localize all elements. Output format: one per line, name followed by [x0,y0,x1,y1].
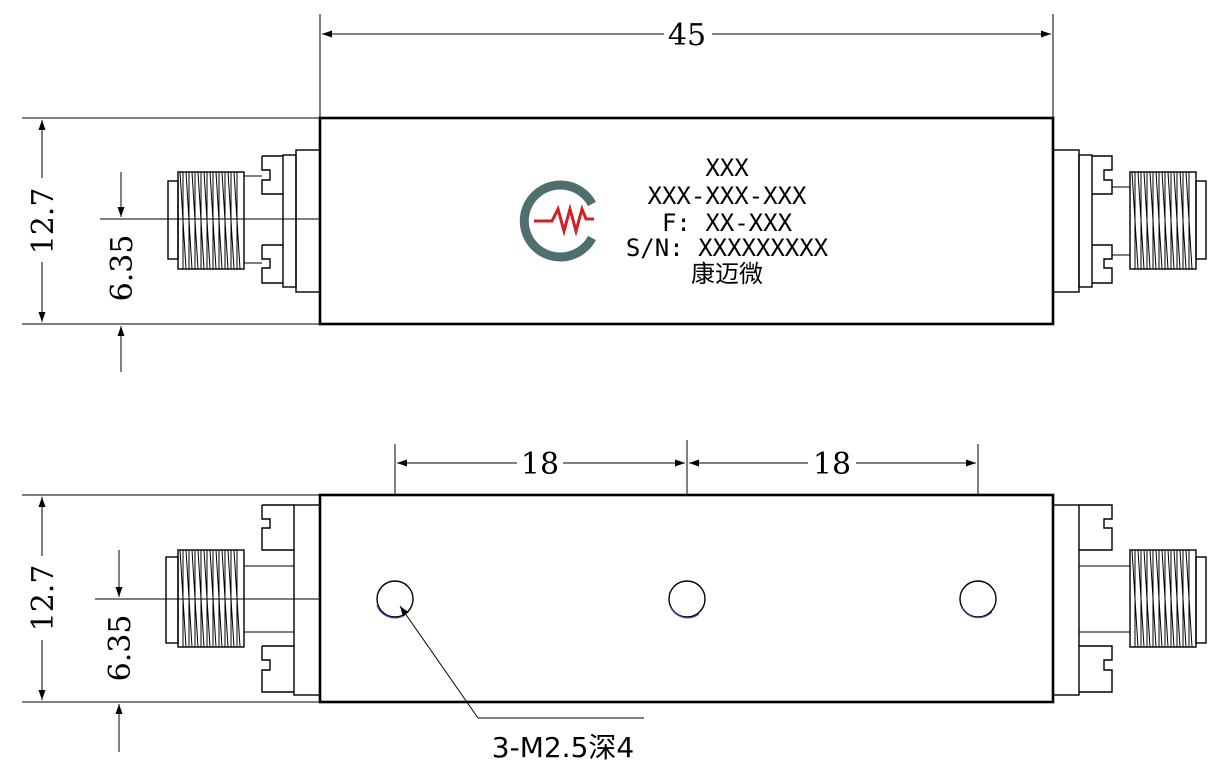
right-connector-bottom [1052,504,1207,696]
label-line-5: 康迈微 [691,260,763,288]
mounting-holes [376,580,997,619]
mounting-hole-3 [959,580,997,618]
half-height-dimension-bottom: 6.35 [103,615,138,682]
height-dimension-bottom: 12.7 [26,565,61,632]
spacing-dimension-left: 18 [521,447,559,482]
label-line-1: XXX [705,154,749,182]
device-body-bottom [318,493,1055,704]
device-body-top [318,116,1055,326]
left-connector-bottom [165,504,321,696]
mounting-hole-2 [668,580,706,618]
label-line-3: F: XX-XXX [662,209,793,237]
height-dimension-top: 12.7 [26,188,61,255]
top-view: 45 12.7 6.35 [22,14,1207,372]
label-line-2: XXX-XXX-XXX [648,182,807,210]
half-height-dimension-top: 6.35 [105,235,140,302]
brand-logo-icon [519,180,596,262]
left-connector-top [167,149,321,293]
holes-note: 3-M2.5深4 [492,731,634,764]
spacing-dimension-right: 18 [813,447,851,482]
length-dimension: 45 [668,18,706,53]
right-connector-top [1052,149,1207,293]
mounting-hole-1 [376,580,414,618]
bottom-view: 18 18 12.7 6.35 [22,440,1207,764]
product-label: XXX XXX-XXX-XXX F: XX-XXX S/N: XXXXXXXXX… [626,154,829,288]
label-line-4: S/N: XXXXXXXXX [626,234,829,262]
